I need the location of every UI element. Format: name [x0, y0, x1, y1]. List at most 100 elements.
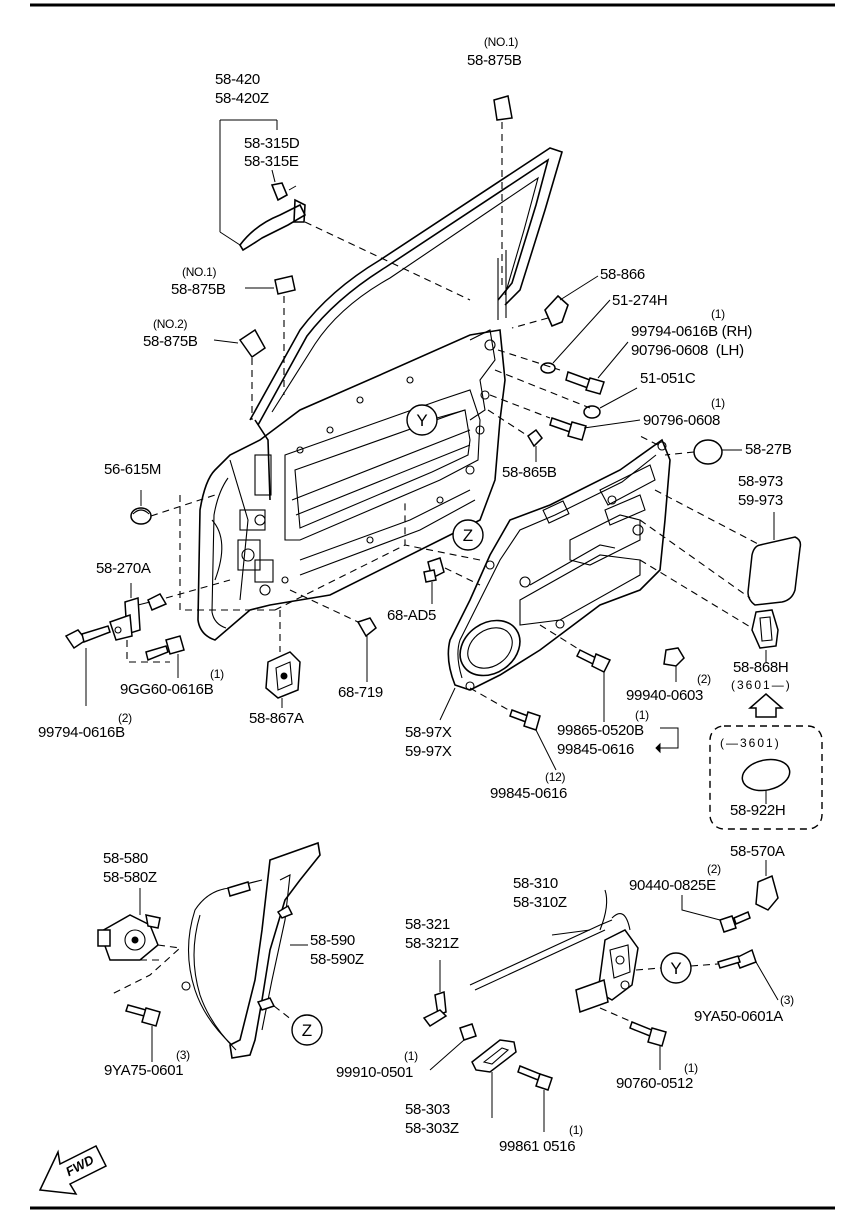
label-58-315e: 58-315E: [244, 153, 299, 170]
hinge-58-270a: [109, 579, 231, 663]
tape-no1-top: [493, 95, 513, 290]
callout-y-frame: Y: [406, 404, 466, 436]
label-58-27b: 58-27B: [745, 441, 792, 458]
label-9ya75-0601: 9YA75-0601: [104, 1062, 184, 1079]
label-99865-0520b: 99865-0520B: [557, 722, 644, 739]
label-99910-0501: 99910-0501: [336, 1064, 414, 1081]
label-qty-1g: (1): [569, 1123, 583, 1137]
cap-58-27b: [664, 439, 742, 465]
label-58-321z: 58-321Z: [405, 935, 459, 952]
label-58-868h-serial: (3601—): [731, 678, 792, 692]
label-99794-0616b: 99794-0616B: [38, 724, 125, 741]
label-58-270a: 58-270A: [96, 560, 151, 577]
label-99940-0603: 99940-0603: [626, 687, 704, 704]
label-58-875b-low: 58-875B: [143, 333, 198, 350]
label-qty-1a: (1): [711, 307, 725, 321]
bolt-90760-0512: [599, 1007, 667, 1070]
label-51-274h: 51-274H: [612, 292, 668, 309]
outer-handle: [219, 119, 471, 301]
label-qty-2b: (2): [697, 672, 711, 686]
bolt-9ya75-0601: [125, 1004, 161, 1062]
label-qty-3b: (3): [780, 993, 794, 1007]
clip-99910-0501: [429, 1023, 477, 1071]
clip-68-ad5: [423, 557, 481, 604]
label-qty-1b: (1): [711, 396, 725, 410]
tape-no1-mid: [245, 275, 296, 395]
label-58-310: 58-310: [513, 875, 558, 892]
label-58-321: 58-321: [405, 916, 450, 933]
rod-clip-58-321: [422, 960, 448, 1028]
label-58-580z: 58-580Z: [103, 869, 157, 886]
label-99861-0516: 99861 0516: [499, 1138, 576, 1155]
label-59-97x: 59-97X: [405, 743, 452, 760]
callout-y-latch: Y: [635, 952, 692, 984]
label-58-922h-serial: (—3601): [720, 736, 781, 750]
alternate-part-box: [709, 725, 823, 830]
label-58-310z: 58-310Z: [513, 894, 567, 911]
upper-hinge-parts: [487, 275, 641, 462]
plug-58-868h: [639, 559, 779, 662]
label-90796-0608-lh: 90796-0608 (LH): [631, 342, 744, 359]
label-99845-0616-b: 99845-0616: [490, 785, 568, 802]
callout-y-latch-text: Y: [670, 959, 681, 978]
label-875b-mid-qualifier: (NO.1): [182, 265, 217, 279]
label-58-875b-top: 58-875B: [467, 52, 522, 69]
label-qty-2a: (2): [118, 711, 132, 725]
label-875b-top-qualifier: (NO.1): [483, 35, 519, 49]
label-58-303z: 58-303Z: [405, 1120, 459, 1137]
label-58-590z: 58-590Z: [310, 951, 364, 968]
screw-99865-0520b: [539, 624, 612, 722]
label-qty-1c: (1): [210, 667, 224, 681]
window-regulator: [181, 841, 321, 1059]
bolt-9gg60-0616b: [145, 635, 185, 678]
label-58-922h: 58-922H: [730, 802, 786, 819]
label-90760-0512: 90760-0512: [616, 1075, 694, 1092]
label-9gg60-0616b: 9GG60-0616B: [120, 681, 214, 698]
plug-56-615m: [130, 490, 216, 525]
clip-58-570a: [755, 860, 779, 911]
label-qty-12: (12): [545, 770, 566, 784]
label-58-315d: 58-315D: [244, 135, 300, 152]
callout-z-regulator-text: Z: [302, 1021, 312, 1040]
callout-z-regulator: Z: [291, 1014, 323, 1046]
door-latch: [469, 889, 639, 1014]
label-58-97x: 58-97X: [405, 724, 452, 741]
callout-z-trim: Z: [452, 519, 484, 551]
label-qty-2c: (2): [707, 862, 721, 876]
seal-screen-58-973: [639, 489, 802, 606]
callout-y-frame-text: Y: [416, 411, 427, 430]
regulator-motor-58-580: [97, 888, 182, 996]
label-58-590: 58-590: [310, 932, 355, 949]
clip-68-719: [289, 589, 377, 682]
label-90796-0608: 90796-0608: [643, 412, 721, 429]
screw-90440-0825e: [681, 895, 751, 933]
bolt-9ya50-0601a: [690, 948, 779, 1001]
label-68-ad5: 68-AD5: [387, 607, 437, 624]
label-90440-0825e: 90440-0825E: [629, 877, 716, 894]
screw-99861-0516: [517, 1065, 553, 1132]
label-58-420z: 58-420Z: [215, 90, 269, 107]
label-58-865b: 58-865B: [502, 464, 557, 481]
label-59-973: 59-973: [738, 492, 783, 509]
lock-58-867a: [265, 610, 301, 708]
label-58-303: 58-303: [405, 1101, 450, 1118]
screw-99845-0616: [469, 687, 557, 771]
nut-99940-0603: [663, 647, 685, 682]
callout-z-trim-text: Z: [463, 526, 473, 545]
fwd-arrow-icon: FWD: [38, 1144, 108, 1195]
label-qty-1d: (1): [635, 708, 649, 722]
label-9ya50-0601a: 9YA50-0601A: [694, 1008, 783, 1025]
label-qty-3a: (3): [176, 1048, 190, 1062]
label-875b-low-qualifier: (NO.2): [153, 317, 188, 331]
door-frame: [179, 147, 563, 641]
label-58-420: 58-420: [215, 71, 260, 88]
bracket-99865-99845: [655, 727, 679, 754]
label-56-615m: 56-615M: [104, 461, 162, 478]
tape-no2: [213, 328, 266, 420]
label-99845-0616-a: 99845-0616: [557, 741, 635, 758]
door-trim-panel: [404, 435, 671, 691]
label-qty-1f: (1): [684, 1061, 698, 1075]
label-58-868h: 58-868H: [733, 659, 789, 676]
inner-handle-58-303: [471, 1039, 517, 1118]
